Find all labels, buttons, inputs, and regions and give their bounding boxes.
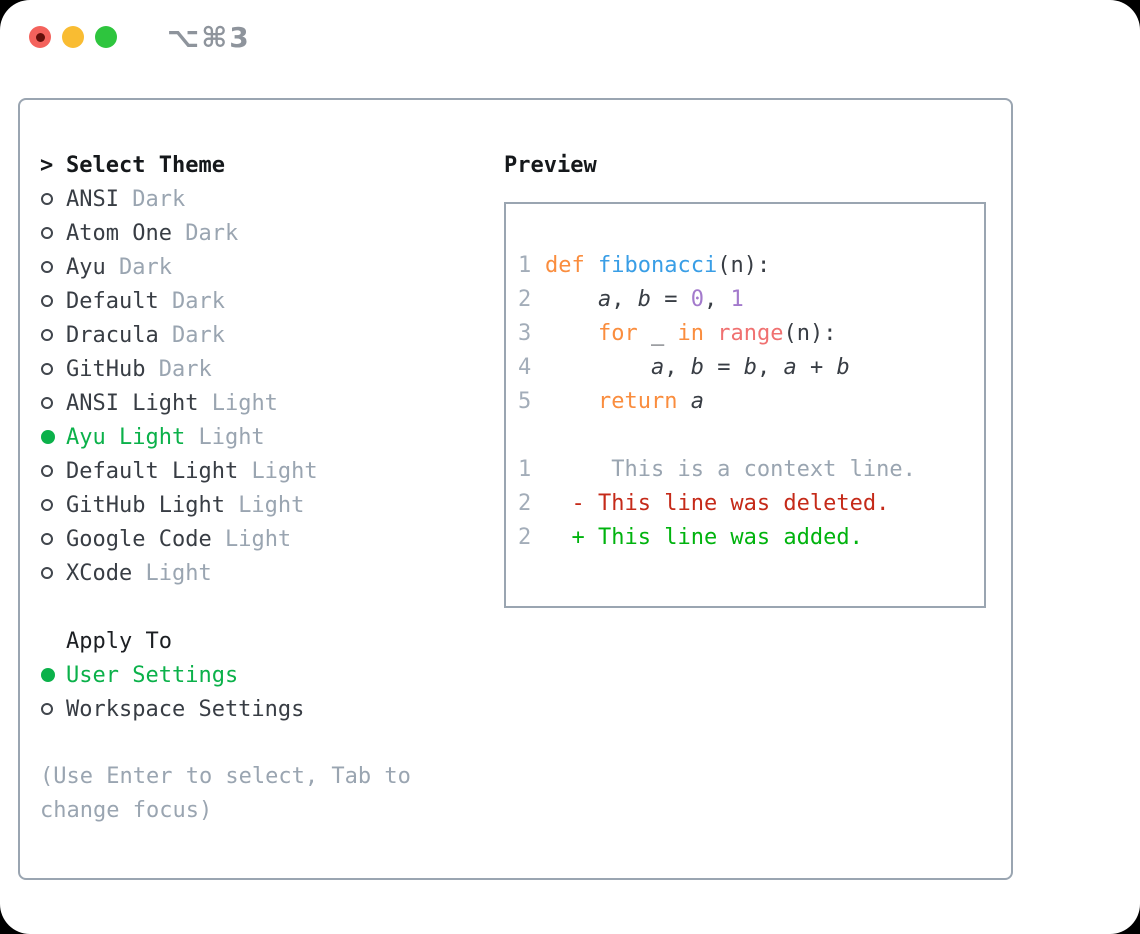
code-line: 5 return a bbox=[518, 388, 704, 414]
theme-variant: Light bbox=[145, 560, 212, 586]
theme-variant: Dark bbox=[171, 288, 225, 314]
radio-icon bbox=[40, 465, 66, 477]
theme-name: Default Light bbox=[66, 458, 252, 484]
code-line: 1 This is a context line. bbox=[518, 456, 916, 482]
code-line: 3 for _ in range(n): bbox=[518, 320, 837, 346]
theme-name: ANSI bbox=[66, 186, 133, 212]
theme-option[interactable]: Dracula Dark bbox=[40, 318, 504, 352]
line-number: 2 bbox=[518, 490, 532, 516]
close-button[interactable] bbox=[29, 26, 51, 48]
theme-option[interactable]: ANSI Light Light bbox=[40, 386, 504, 420]
radio-icon bbox=[40, 295, 66, 307]
apply-to-title: Apply To bbox=[66, 628, 172, 654]
theme-option[interactable]: Google Code Light bbox=[40, 522, 504, 556]
preview-title: Preview bbox=[504, 152, 597, 178]
radio-icon bbox=[40, 329, 66, 341]
preview-header-row: Preview bbox=[504, 148, 986, 182]
theme-variant: Light bbox=[251, 458, 318, 484]
code-line: 4 a, b = b, a + b bbox=[518, 354, 850, 380]
theme-name: GitHub Light bbox=[66, 492, 239, 518]
theme-option[interactable]: ANSI Dark bbox=[40, 182, 504, 216]
traffic-lights bbox=[29, 26, 117, 48]
apply-to-label: Workspace Settings bbox=[66, 696, 305, 722]
radio-icon bbox=[40, 397, 66, 409]
theme-option[interactable]: Default Dark bbox=[40, 284, 504, 318]
theme-variant: Dark bbox=[158, 356, 212, 382]
theme-variant: Light bbox=[238, 492, 305, 518]
line-number: 2 bbox=[518, 286, 532, 312]
close-dot-icon bbox=[35, 32, 45, 42]
line-number: 1 bbox=[518, 456, 532, 482]
radio-icon bbox=[40, 363, 66, 375]
radio-icon bbox=[40, 499, 66, 511]
theme-option[interactable]: XCode Light bbox=[40, 556, 504, 590]
radio-icon bbox=[40, 227, 66, 239]
theme-name: GitHub bbox=[66, 356, 159, 382]
theme-variant: Light bbox=[211, 390, 278, 416]
theme-option[interactable]: GitHub Dark bbox=[40, 352, 504, 386]
theme-name: Ayu bbox=[66, 254, 119, 280]
window-title: ⌥⌘3 bbox=[167, 21, 251, 54]
radio-icon bbox=[40, 533, 66, 545]
radio-icon bbox=[40, 261, 66, 273]
title-bar: ⌥⌘3 bbox=[0, 0, 1140, 98]
theme-name: ANSI Light bbox=[66, 390, 212, 416]
theme-name: Dracula bbox=[66, 322, 172, 348]
theme-name: XCode bbox=[66, 560, 146, 586]
line-number: 1 bbox=[518, 252, 532, 278]
theme-variant: Dark bbox=[185, 220, 239, 246]
theme-variant: Dark bbox=[118, 254, 172, 280]
theme-variant: Light bbox=[198, 424, 265, 450]
theme-picker-title: Select Theme bbox=[66, 152, 225, 178]
line-number: 4 bbox=[518, 354, 532, 380]
theme-name: Atom One bbox=[66, 220, 186, 246]
theme-option[interactable]: GitHub Light Light bbox=[40, 488, 504, 522]
apply-to-header-row: Apply To bbox=[40, 624, 504, 658]
radio-icon bbox=[40, 703, 66, 715]
keyboard-hint: (Use Enter to select, Tab to change focu… bbox=[40, 764, 411, 823]
radio-selected-icon bbox=[40, 430, 66, 444]
code-line: 2 + This line was added. bbox=[518, 524, 863, 550]
line-number: 3 bbox=[518, 320, 532, 346]
theme-variant: Dark bbox=[132, 186, 186, 212]
theme-option[interactable]: Ayu Light Light bbox=[40, 420, 504, 454]
radio-selected-icon bbox=[40, 668, 66, 682]
apply-to-option[interactable]: Workspace Settings bbox=[40, 692, 504, 726]
theme-name: Google Code bbox=[66, 526, 225, 552]
theme-option[interactable]: Default Light Light bbox=[40, 454, 504, 488]
theme-picker-header-row: > Select Theme bbox=[40, 148, 504, 182]
zoom-button[interactable] bbox=[95, 26, 117, 48]
apply-to-label: User Settings bbox=[66, 662, 239, 688]
spacer bbox=[40, 590, 504, 624]
theme-option[interactable]: Ayu Dark bbox=[40, 250, 504, 284]
theme-name: Default bbox=[66, 288, 172, 314]
theme-variant: Dark bbox=[171, 322, 225, 348]
apply-to-option[interactable]: User Settings bbox=[40, 658, 504, 692]
radio-icon bbox=[40, 567, 66, 579]
code-line bbox=[518, 418, 974, 452]
minimize-button[interactable] bbox=[62, 26, 84, 48]
theme-variant: Light bbox=[224, 526, 292, 552]
radio-icon bbox=[40, 193, 66, 205]
theme-option[interactable]: Atom One Dark bbox=[40, 216, 504, 250]
code-line: 2 - This line was deleted. bbox=[518, 490, 890, 516]
line-number: 5 bbox=[518, 388, 532, 414]
line-number: 2 bbox=[518, 524, 532, 550]
code-line: 2 a, b = 0, 1 bbox=[518, 286, 744, 312]
theme-name: Ayu Light bbox=[66, 424, 199, 450]
prompt-icon: > bbox=[40, 152, 54, 178]
